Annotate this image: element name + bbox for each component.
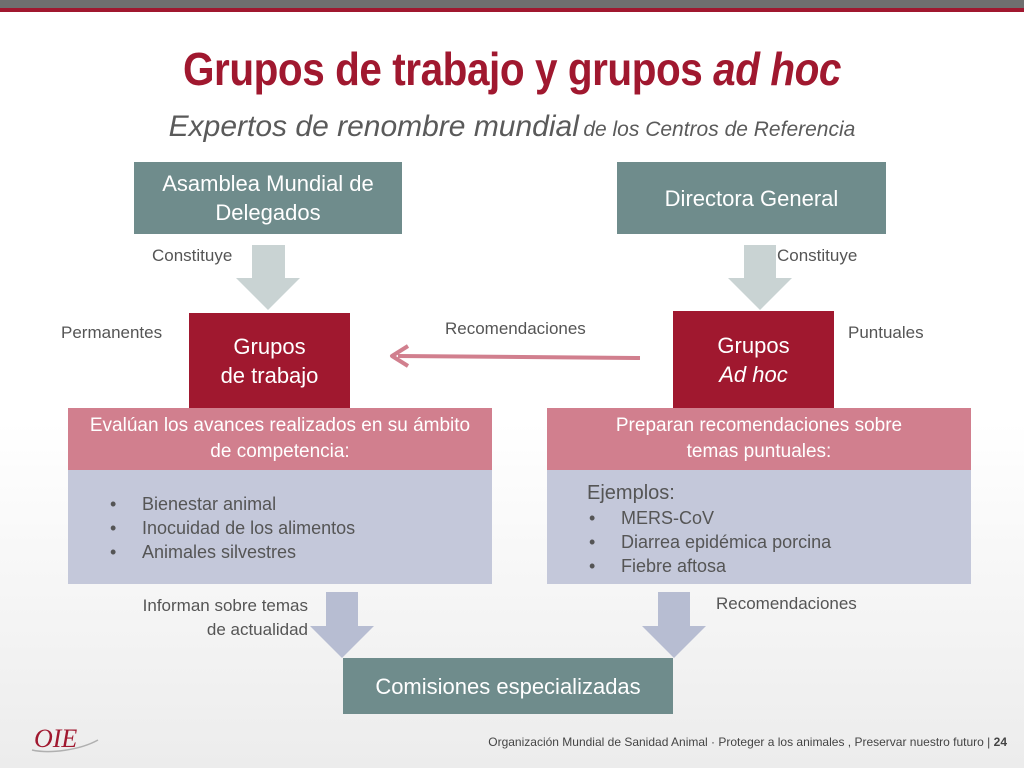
list-item: Bienestar animal (110, 492, 492, 516)
puntuales-label: Puntuales (848, 323, 924, 342)
list-item: Inocuidad de los alimentos (110, 516, 492, 540)
top-bar-accent (0, 8, 1024, 12)
logo-text: OIE (34, 724, 77, 753)
title-italic: ad hoc (713, 43, 841, 95)
left-band-text: Evalúan los avances realizados en su ámb… (89, 415, 471, 462)
directora-box: Directora General (617, 162, 886, 234)
asamblea-box: Asamblea Mundial de Delegados (134, 162, 402, 234)
footer-text: Organización Mundial de Sanidad Animal ·… (488, 735, 991, 749)
list-item: Animales silvestres (110, 540, 492, 564)
ah-line1: Grupos (717, 333, 790, 358)
arrow-constituye-left (236, 245, 300, 310)
arrow-recomendaciones-line (397, 354, 641, 360)
footer-text-row: Organización Mundial de Sanidad Animal ·… (488, 735, 1007, 749)
arrow-recomendaciones-head (390, 344, 410, 368)
grupos-adhoc-box: Grupos Ad hoc (673, 311, 834, 409)
list-item: Diarrea epidémica porcina (589, 530, 971, 554)
constituye-right-label: Constituye (777, 246, 858, 265)
right-band-text: Preparan recomendaciones sobre temas pun… (615, 415, 903, 462)
left-panel: Bienestar animal Inocuidad de los alimen… (68, 470, 492, 584)
subtitle-main: Expertos de renombre mundial (168, 110, 579, 143)
permanentes-label: Permanentes (61, 323, 163, 342)
informan-label: Informan sobre temas de actualidad (100, 594, 308, 642)
oie-logo: OIE (28, 716, 100, 756)
recomendaciones-bottom-label: Recomendaciones (716, 594, 857, 613)
recomendaciones-top-label: Recomendaciones (445, 319, 586, 338)
list-item: Fiebre aftosa (589, 554, 971, 578)
right-heading: Ejemplos: (587, 482, 675, 504)
subtitle-rest: de los Centros de Referencia (583, 118, 856, 141)
informan-line1: Informan sobre temas (142, 596, 308, 615)
left-band: Evalúan los avances realizados en su ámb… (68, 408, 492, 470)
informan-line2: de actualidad (206, 620, 308, 639)
title-text: Grupos de trabajo y grupos (182, 43, 703, 95)
page-number: 24 (993, 735, 1007, 749)
arrow-recomendaciones-bottom (642, 592, 706, 658)
slide-subtitle: Expertos de renombre mundial de los Cent… (0, 110, 1024, 144)
constituye-left-label: Constituye (152, 246, 233, 265)
comisiones-label: Comisiones especializadas (375, 673, 641, 699)
right-panel: Ejemplos: MERS-CoV Diarrea epidémica por… (547, 470, 971, 584)
gt-line2: de trabajo (220, 363, 319, 388)
ah-line2: Ad hoc (719, 362, 788, 387)
arrow-informan (310, 592, 374, 658)
asamblea-label: Asamblea Mundial de Delegados (162, 171, 374, 225)
arrow-constituye-right (728, 245, 792, 310)
right-band: Preparan recomendaciones sobre temas pun… (547, 408, 971, 470)
comisiones-box: Comisiones especializadas (343, 658, 673, 714)
list-item: MERS-CoV (589, 506, 971, 530)
gt-line1: Grupos (233, 334, 306, 359)
right-list: MERS-CoV Diarrea epidémica porcina Fiebr… (589, 506, 971, 578)
directora-label: Directora General (664, 185, 839, 211)
slide-title: Grupos de trabajo y grupos ad hoc (61, 42, 962, 96)
top-bar (0, 0, 1024, 8)
oie-logo-mark: OIE (31, 724, 99, 753)
left-list: Bienestar animal Inocuidad de los alimen… (110, 492, 492, 564)
grupos-trabajo-box: Grupos de trabajo (189, 313, 350, 409)
